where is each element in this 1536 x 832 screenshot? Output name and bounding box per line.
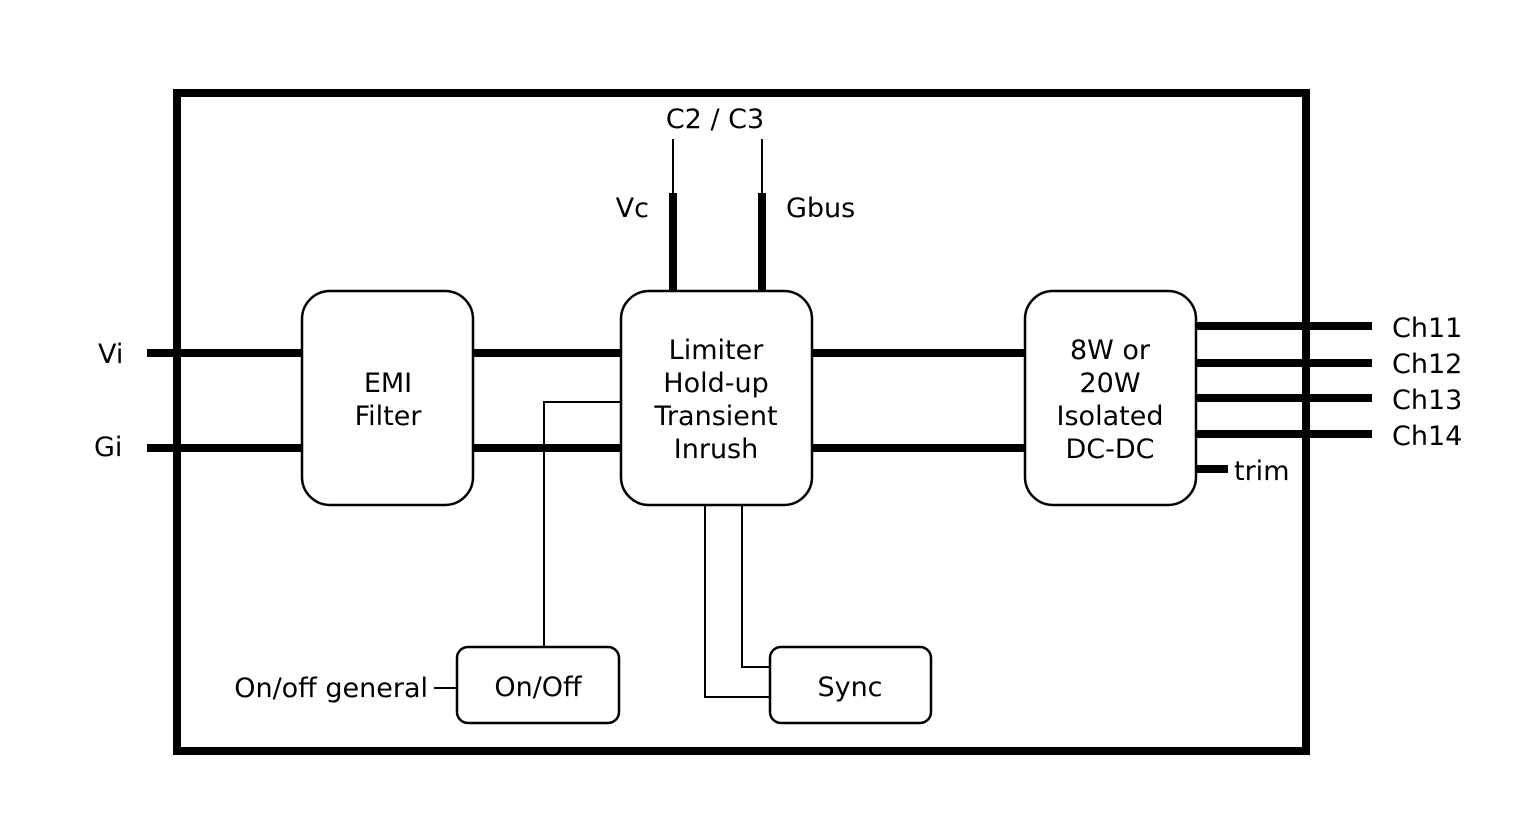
- emi-filter-label-1: EMI: [364, 368, 412, 399]
- onoff-general-label: On/off general: [234, 673, 428, 704]
- c2c3-label: C2 / C3: [666, 104, 764, 135]
- ch11-label: Ch11: [1392, 313, 1462, 344]
- dcdc-label-4: DC-DC: [1065, 434, 1154, 465]
- sync-label: Sync: [817, 672, 882, 703]
- dcdc-label-3: Isolated: [1057, 401, 1164, 432]
- emi-filter-label-2: Filter: [355, 401, 423, 432]
- ch12-label: Ch12: [1392, 349, 1462, 380]
- module-enclosure: [173, 89, 1310, 755]
- ch13-label: Ch13: [1392, 385, 1462, 416]
- dcdc-label-1: 8W or: [1070, 335, 1151, 366]
- limiter-label-3: Transient: [653, 401, 777, 432]
- limiter-block: Limiter Hold-up Transient Inrush: [619, 289, 814, 507]
- dcdc-block: 8W or 20W Isolated DC-DC: [1023, 289, 1198, 507]
- gbus-label: Gbus: [786, 193, 855, 224]
- dcdc-label-2: 20W: [1079, 368, 1140, 399]
- signal-lines: [434, 139, 770, 698]
- emi-filter-block: EMI Filter: [300, 289, 475, 507]
- trim-label: trim: [1234, 456, 1290, 487]
- onoff-block: On/Off: [455, 645, 621, 725]
- gi-label: Gi: [94, 432, 122, 463]
- onoff-label: On/Off: [494, 672, 583, 703]
- limiter-label-4: Inrush: [674, 434, 758, 465]
- vi-label: Vi: [98, 339, 123, 370]
- limiter-label-1: Limiter: [669, 335, 765, 366]
- sync-block: Sync: [768, 645, 933, 725]
- sync-line-inner: [741, 505, 770, 668]
- ch14-label: Ch14: [1392, 421, 1462, 452]
- limiter-label-2: Hold-up: [663, 368, 768, 399]
- vc-label: Vc: [616, 193, 649, 224]
- onoff-control-line: [543, 401, 621, 647]
- power-lines: [147, 193, 1372, 473]
- sync-line-outer: [704, 505, 770, 698]
